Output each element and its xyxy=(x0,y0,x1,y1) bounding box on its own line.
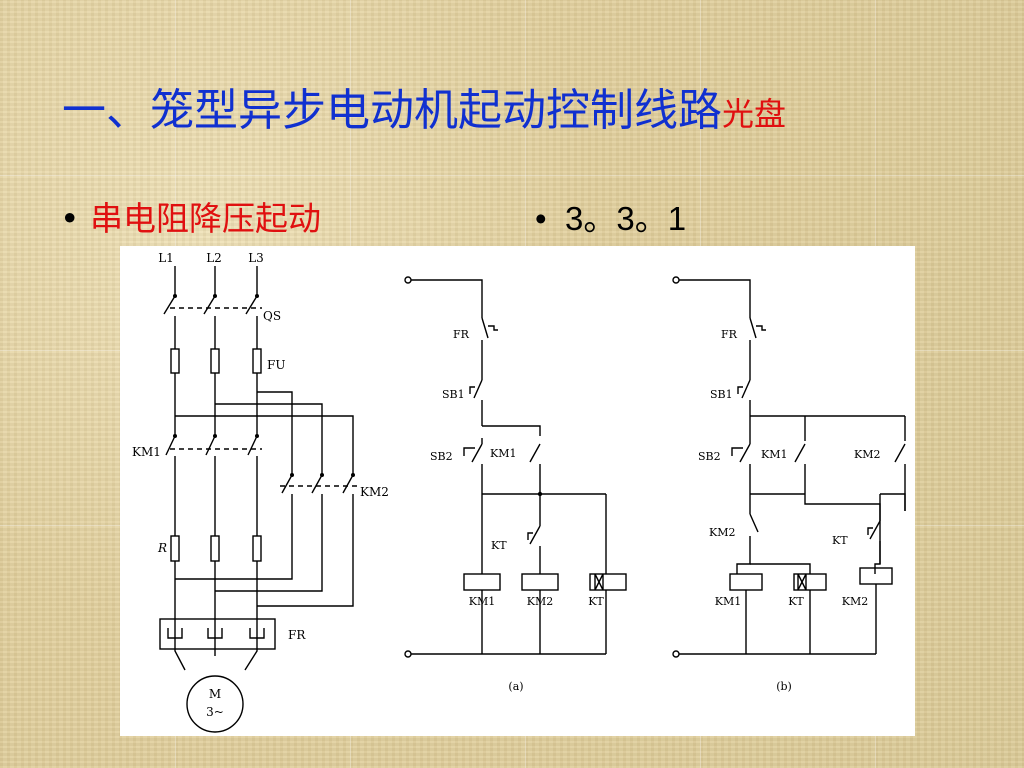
km2-tap-wires xyxy=(175,391,354,475)
bullet-dot: • xyxy=(60,199,80,238)
sb1-b xyxy=(737,379,751,416)
phase-l1-wire xyxy=(163,266,186,671)
resistor-l1 xyxy=(170,535,180,562)
circuit-svg: L1 L2 L3 QS FU KM1 xyxy=(132,251,906,733)
fr-thermal-elements xyxy=(167,628,265,639)
km1-contact-a xyxy=(529,443,541,494)
fr-contact-a xyxy=(481,317,498,380)
wire-b-kt-link xyxy=(880,493,906,511)
terminal xyxy=(255,294,259,298)
terminal xyxy=(213,294,217,298)
km2-nc-contact-b xyxy=(736,494,759,574)
slide-title-suffix: 光盘 xyxy=(722,95,787,133)
terminal-bottom-b xyxy=(672,650,680,658)
label-km2-main: KM2 xyxy=(360,485,389,499)
fr-contact-b xyxy=(749,317,766,380)
label-r: R xyxy=(157,541,167,555)
fuse-l2 xyxy=(210,348,220,374)
km2-contacts xyxy=(281,474,354,494)
label-coil-km1-b: KM1 xyxy=(715,595,741,608)
label-coil-kt-a: KT xyxy=(588,595,604,608)
coil-km2-a xyxy=(521,573,559,591)
fr-thermal-relay xyxy=(159,618,276,650)
bullet-left-text: 串电阻降压起动 xyxy=(90,199,321,238)
kt-contact-a xyxy=(527,494,541,574)
wire-a-coil-feeds xyxy=(481,494,607,574)
terminal xyxy=(213,434,217,438)
main-circuit: L1 L2 L3 QS FU KM1 xyxy=(132,251,389,733)
kt-contact-b xyxy=(867,494,881,564)
slide-title-main: 一、笼型异步电动机起动控制线路 xyxy=(62,85,722,136)
sb2-a xyxy=(463,438,483,494)
kt-coil-mark-a xyxy=(594,573,604,591)
label-sb2-a: SB2 xyxy=(430,450,453,463)
resistor-l3 xyxy=(252,535,262,562)
fuse-l3 xyxy=(252,348,262,374)
coil-km1-a xyxy=(463,573,501,591)
sb2-b xyxy=(731,441,751,494)
bullet-right: • 3。3。1 xyxy=(535,192,686,240)
resistor-l2 xyxy=(210,535,220,562)
phase-l2-wire xyxy=(203,266,216,656)
wire-b-branch xyxy=(749,415,906,441)
label-km1-a: KM1 xyxy=(490,447,516,460)
terminal xyxy=(255,434,259,438)
label-coil-km2-b: KM2 xyxy=(842,595,868,608)
label-qs: QS xyxy=(263,309,281,323)
terminal-top-a xyxy=(404,276,412,284)
label-fu: FU xyxy=(267,358,285,372)
coil-km2-b xyxy=(859,567,893,585)
label-l1: L1 xyxy=(158,251,174,265)
label-fr-main: FR xyxy=(288,628,306,642)
fuse-l1 xyxy=(170,348,180,374)
coil-kt-a xyxy=(589,573,627,591)
terminal-bottom-a xyxy=(404,650,412,658)
label-fr-b: FR xyxy=(721,328,738,341)
terminal xyxy=(173,294,177,298)
control-circuit-a: FR SB1 SB2 KM1 KT KM1 KM2 KT (a) xyxy=(404,276,627,693)
label-l2: L2 xyxy=(206,251,222,265)
wire-b-top xyxy=(679,279,751,318)
label-motor-top: M xyxy=(209,687,221,701)
label-sb1-b: SB1 xyxy=(710,388,733,401)
label-kt-b: KT xyxy=(832,534,848,547)
label-km1-main: KM1 xyxy=(132,445,161,459)
texture-seam xyxy=(0,175,1024,176)
km2-contact-b xyxy=(894,443,906,511)
km2-return-wires xyxy=(175,494,354,607)
motor xyxy=(186,675,244,733)
label-l3: L3 xyxy=(248,251,264,265)
caption-a: (a) xyxy=(508,680,523,693)
label-km2-b: KM2 xyxy=(854,448,880,461)
wire-b-feeds xyxy=(750,494,881,574)
slide-title: 一、笼型异步电动机起动控制线路光盘 xyxy=(62,74,786,138)
wire-a-branch xyxy=(482,425,541,436)
label-km1-b: KM1 xyxy=(761,448,787,461)
label-coil-kt-b: KT xyxy=(788,595,804,608)
bullet-right-text: 3。3。1 xyxy=(565,200,687,237)
wire-a-bottom xyxy=(411,590,607,655)
control-circuit-b: FR SB1 SB2 KM1 KM2 KM2 KT KM1 KT KM2 (b) xyxy=(672,276,906,693)
bullet-left: • 串电阻降压起动 xyxy=(60,192,321,240)
label-kt-a: KT xyxy=(491,539,507,552)
phase-l3-wire xyxy=(244,266,258,671)
label-sb2-b: SB2 xyxy=(698,450,721,463)
km1-contact-b xyxy=(750,443,806,495)
terminal-top-b xyxy=(672,276,680,284)
terminal xyxy=(173,434,177,438)
label-motor-bottom: 3~ xyxy=(206,705,224,719)
caption-b: (b) xyxy=(776,680,792,693)
sb1-a xyxy=(469,379,483,426)
wire-b-bottom xyxy=(679,584,877,655)
label-fr-a: FR xyxy=(453,328,470,341)
coil-km1-b xyxy=(729,573,763,591)
kt-coil-mark-b xyxy=(797,573,807,591)
bullet-dot: • xyxy=(535,200,547,237)
label-km2-nc-b: KM2 xyxy=(709,526,735,539)
label-sb1-a: SB1 xyxy=(442,388,465,401)
circuit-diagram: L1 L2 L3 QS FU KM1 xyxy=(120,246,915,736)
wire-a-top xyxy=(411,279,483,318)
